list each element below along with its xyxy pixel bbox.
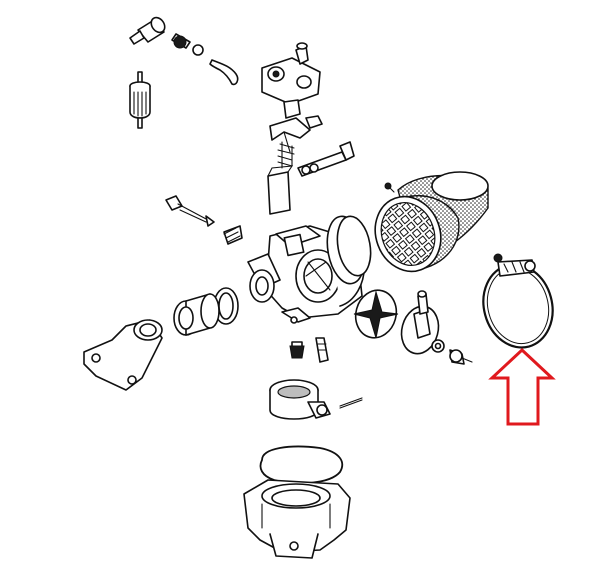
filter-inlet-disc xyxy=(400,290,440,355)
throttle-spring xyxy=(223,225,243,245)
idle-screw xyxy=(165,195,215,227)
fuel-hose xyxy=(209,59,239,86)
main-jet xyxy=(289,341,305,359)
fuel-line-fitting xyxy=(129,16,166,45)
mount-bolt xyxy=(449,349,473,365)
filter-inlet-plate xyxy=(326,182,395,285)
float-lever xyxy=(269,115,323,153)
float-spring xyxy=(277,141,295,169)
float-needle-valve xyxy=(297,141,355,177)
float-chamber-cover xyxy=(261,42,321,119)
emulsion-tube xyxy=(315,337,329,363)
arrow-up-outline-icon xyxy=(488,347,556,426)
washer xyxy=(431,339,445,353)
choke-disc xyxy=(353,289,399,339)
float-block xyxy=(267,165,294,215)
intake-sleeve xyxy=(173,293,220,336)
air-filter-element xyxy=(374,195,442,273)
float-bowl-gasket xyxy=(259,445,344,485)
slide-valve xyxy=(269,379,331,420)
hose-clamp xyxy=(482,253,554,349)
cotter-pin xyxy=(339,397,363,409)
intake-gasket xyxy=(213,287,239,325)
screw xyxy=(171,33,204,56)
float-bowl xyxy=(243,479,351,559)
inline-fuel-filter xyxy=(129,71,151,129)
intake-manifold xyxy=(83,319,163,391)
